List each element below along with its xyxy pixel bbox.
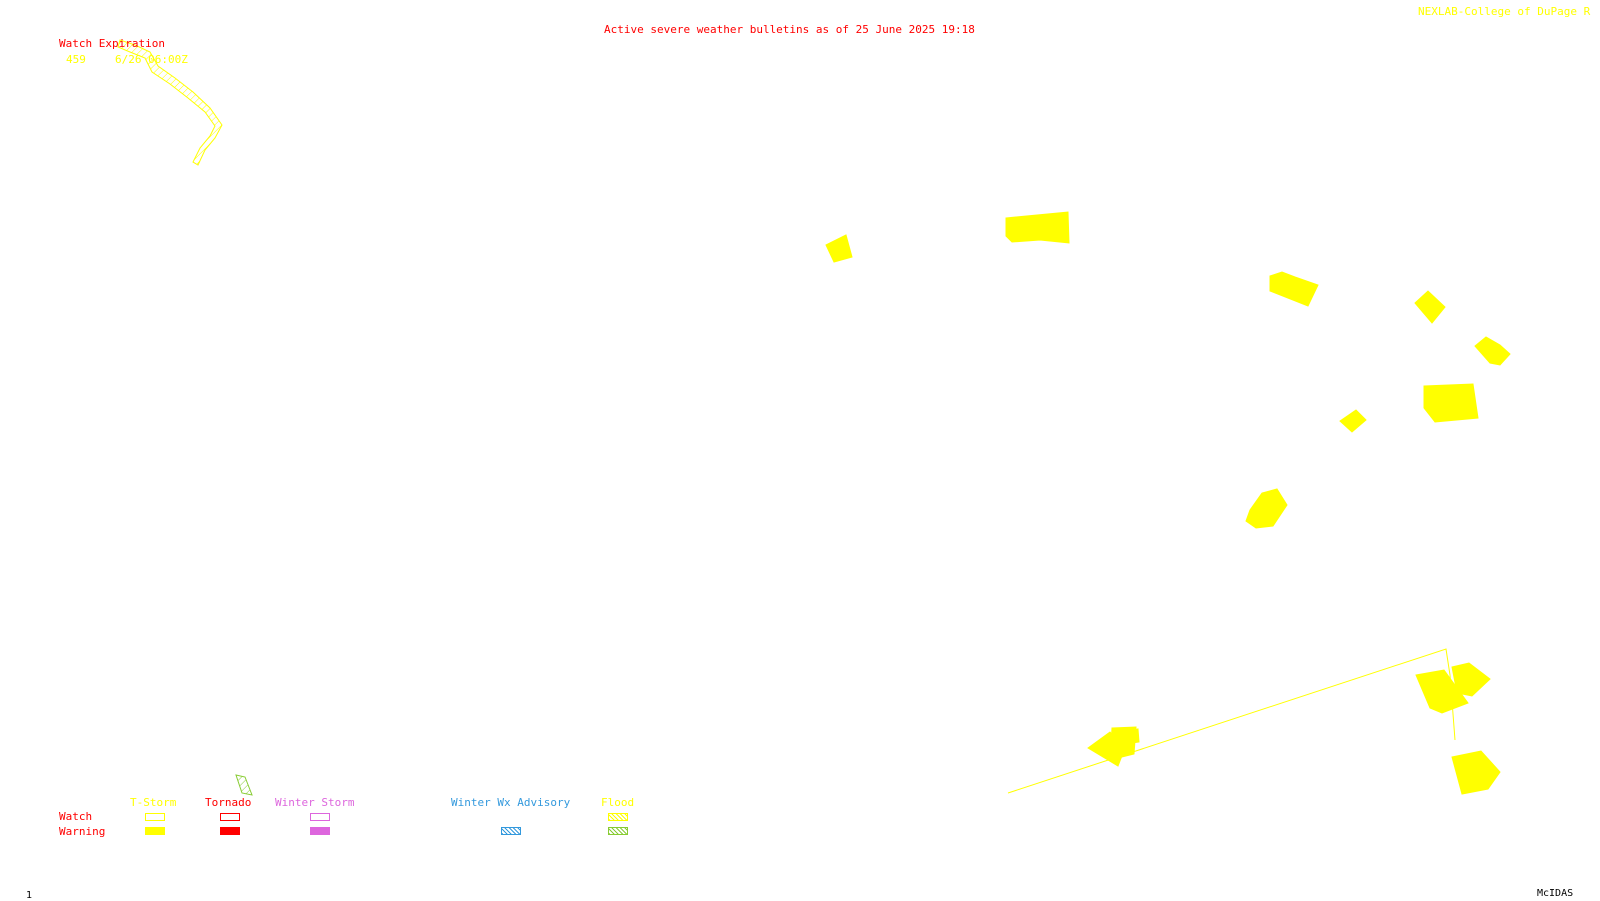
- storm-warning-4: [1414, 290, 1446, 324]
- legend-winter-advisory-swatch: [501, 827, 521, 835]
- legend-tornado-watch-swatch: [220, 813, 240, 821]
- storm-warning-1: [825, 234, 853, 263]
- frame-number: 1: [26, 890, 33, 901]
- storm-warning-6: [1423, 383, 1479, 423]
- storm-warning-2: [1005, 211, 1070, 244]
- credit-label: NEXLAB-College of DuPage R: [1418, 5, 1591, 18]
- storm-warning-3: [1269, 271, 1319, 307]
- storm-warning-5: [1474, 336, 1511, 366]
- watch-number: 459: [66, 53, 86, 66]
- legend-label-tornado: Tornado: [205, 796, 252, 809]
- legend-flood-watch-swatch: [608, 813, 628, 821]
- legend-tstorm-warning-swatch: [145, 827, 165, 835]
- warning-connector-line: [1007, 648, 1456, 794]
- storm-warning-10: [1415, 669, 1469, 714]
- legend-winter-storm-watch-swatch: [310, 813, 330, 821]
- flood-watch-area: [117, 39, 223, 166]
- legend-row-warning: Warning: [59, 825, 106, 838]
- legend-row-watch: Watch: [59, 810, 93, 823]
- legend-label-flood: Flood: [601, 796, 635, 809]
- storm-warnings: [825, 211, 1511, 795]
- watch-expiration-heading: Watch Expiration: [59, 37, 165, 50]
- legend-label-tstorm: T-Storm: [130, 796, 177, 809]
- watch-expiry-time: 6/26 06:00Z: [115, 53, 188, 66]
- storm-warning-7: [1339, 409, 1367, 433]
- legend-winter-storm-warning-swatch: [310, 827, 330, 835]
- storm-warning-11: [1451, 750, 1501, 795]
- bulletin-title: Active severe weather bulletins as of 25…: [604, 23, 975, 36]
- flood-warning-area: [235, 774, 253, 796]
- software-label: McIDAS: [1537, 888, 1574, 899]
- legend-flood-warning-swatch: [608, 827, 628, 835]
- storm-warning-14: [1130, 728, 1140, 744]
- storm-warning-8: [1245, 488, 1288, 529]
- legend-label-winter-advisory: Winter Wx Advisory: [451, 796, 571, 809]
- legend-tstorm-watch-swatch: [145, 813, 165, 821]
- legend-label-winter-storm: Winter Storm: [275, 796, 355, 809]
- legend-tornado-warning-swatch: [220, 827, 240, 835]
